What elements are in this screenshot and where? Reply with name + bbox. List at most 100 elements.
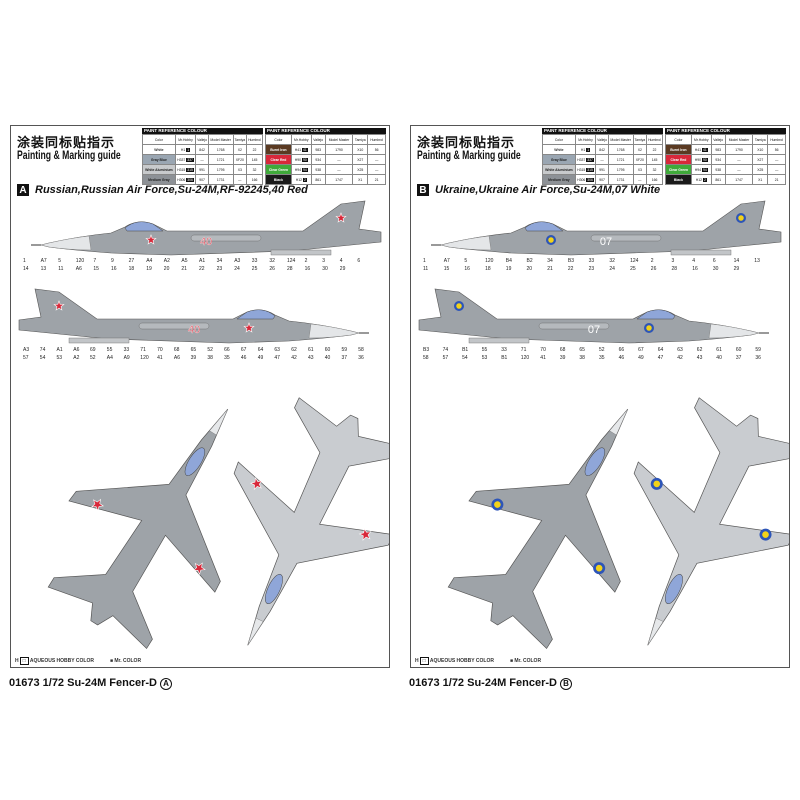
mm-code: 1731 — [207, 174, 234, 185]
callout-number: 33 — [501, 347, 507, 353]
red-star-insignia — [243, 322, 255, 333]
callout-number: B1 — [462, 347, 469, 353]
callout-number: 3 — [322, 258, 325, 264]
title-chinese: 涂装同标贴指示 — [17, 136, 116, 151]
callout-number: 74 — [39, 347, 46, 353]
callout-number: 120 — [520, 355, 530, 361]
callout-number: 1 — [423, 258, 426, 264]
callout-number: 55 — [106, 347, 113, 353]
callout-number: 41 — [157, 355, 163, 361]
callout-number: 37 — [735, 355, 742, 361]
callout-number: 39 — [559, 355, 566, 361]
humbrol-code: 166 — [646, 174, 663, 185]
color-legend: H□ AQUEOUS HOBBY COLOR■ Mr. COLOR — [415, 657, 557, 665]
humbrol-code: 21 — [767, 174, 786, 185]
callout-number: 52 — [90, 355, 96, 361]
callout-number: 35 — [599, 355, 605, 361]
callout-number: 38 — [207, 355, 213, 361]
callout-number: 34 — [547, 258, 553, 264]
callout-number: 57 — [442, 355, 449, 361]
callout-number: 2 — [650, 258, 654, 264]
callout-number: A6 — [75, 266, 82, 272]
aircraft-code-number: 07 — [588, 324, 600, 336]
callout-number: 16 — [692, 266, 698, 272]
callout-number: 42 — [677, 355, 683, 361]
callout-number: 49 — [257, 355, 264, 361]
callout-number: A2 — [73, 355, 80, 361]
callout-number: 120 — [485, 258, 494, 264]
callout-number: 4 — [339, 258, 343, 264]
callout-number: 41 — [540, 355, 546, 361]
callout-number: 18 — [485, 266, 491, 272]
scheme-title: Russian,Russian Air Force,Su-24M,RF-9224… — [35, 184, 308, 196]
ukraine-roundel-insignia — [454, 301, 464, 311]
aircraft-side-view — [18, 288, 369, 344]
callout-number: 64 — [257, 347, 264, 353]
callout-number: 67 — [638, 347, 644, 353]
callout-number: 9 — [111, 258, 114, 264]
callout-number: 52 — [207, 347, 213, 353]
callout-number: 25 — [251, 266, 258, 272]
callout-number: A4 — [106, 355, 113, 361]
mm-code: 1731 — [607, 174, 634, 185]
callout-number: 6 — [357, 258, 361, 264]
color-swatch: Black — [265, 174, 292, 185]
callout-number: 4 — [692, 258, 695, 264]
callout-number: 124 — [287, 258, 296, 264]
callout-number: 16 — [464, 266, 470, 272]
callout-number: 66 — [618, 347, 625, 353]
callout-number: 124 — [630, 258, 639, 264]
title-chinese: 涂装同标贴指示 — [417, 136, 516, 151]
callout-number: 11 — [423, 266, 429, 272]
callout-number: 46 — [618, 355, 625, 361]
callout-number: 63 — [274, 347, 280, 353]
color-swatch: Black — [665, 174, 692, 185]
ukraine-roundel-insignia — [759, 528, 772, 541]
aircraft-side-view — [418, 288, 769, 344]
ukraine-roundel-insignia — [736, 213, 746, 223]
callout-number: 74 — [442, 347, 449, 353]
callout-number: A2 — [163, 258, 170, 264]
aqueous-legend: H□ AQUEOUS HOBBY COLOR — [15, 657, 94, 665]
vallejo-code: 861 — [710, 174, 726, 185]
callout-number: 20 — [526, 266, 533, 272]
aircraft-underside-view — [633, 397, 789, 646]
callout-number: B3 — [567, 258, 575, 264]
scheme-title: Ukraine,Ukraine Air Force,Su-24M,07 Whit… — [435, 184, 661, 196]
callout-number: 67 — [240, 347, 247, 353]
aircraft-code-number: 40 — [200, 236, 212, 248]
callout-number: A6 — [73, 347, 80, 353]
callout-number: 13 — [754, 258, 760, 264]
mr-color-legend: ■ Mr. COLOR — [109, 658, 142, 664]
red-star-insignia — [91, 498, 105, 512]
callout-number: A1 — [56, 347, 63, 353]
callout-number: 61 — [716, 347, 722, 353]
paint-table-title: PAINT REFERENCE COLOUR — [542, 128, 663, 134]
callout-number: B1 — [501, 355, 508, 361]
callout-number: 120 — [140, 355, 149, 361]
red-star-insignia — [335, 212, 347, 223]
color-legend: H□ AQUEOUS HOBBY COLOR ■ Mr. COLOR — [15, 657, 157, 665]
callout-number: 53 — [56, 355, 63, 361]
callout-number: 49 — [638, 355, 644, 361]
callout-number: 26 — [269, 266, 275, 272]
callout-number: A7 — [443, 258, 450, 264]
red-star-insignia — [249, 477, 263, 491]
callout-number: 55 — [481, 347, 488, 353]
aircraft-top-view — [447, 408, 629, 650]
red-star-insignia — [145, 234, 157, 245]
mr-color-legend: ■ Mr. COLOR — [509, 658, 542, 664]
callout-number: 5 — [464, 258, 468, 264]
vallejo-code: 861 — [310, 174, 326, 185]
callout-number: 14 — [733, 258, 740, 264]
callout-number: 34 — [216, 258, 223, 264]
callout-number: A6 — [173, 355, 181, 361]
title-english: Painting & Marking guide — [17, 148, 121, 162]
callout-number: 66 — [224, 347, 230, 353]
